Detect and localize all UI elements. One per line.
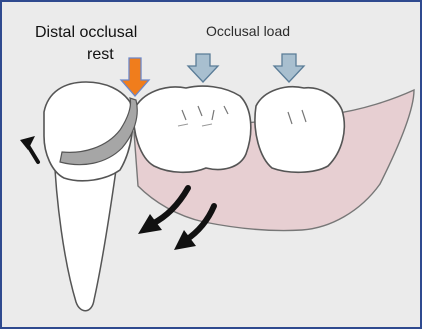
artificial-tooth-1 bbox=[134, 86, 251, 172]
occlusal-load-arrow-2 bbox=[274, 54, 304, 82]
distal-rest-arrow bbox=[121, 58, 149, 96]
occlusal-load-label: Occlusal load bbox=[206, 23, 290, 39]
partial-denture-illustration bbox=[2, 2, 420, 327]
occlusal-load-arrow-1 bbox=[188, 54, 218, 82]
tipping-arrow-icon bbox=[20, 136, 38, 162]
artificial-tooth-2 bbox=[255, 87, 344, 172]
distal-occlusal-rest-label-line2: rest bbox=[87, 46, 114, 64]
distal-occlusal-rest-label: Distal occlusal bbox=[35, 24, 137, 42]
